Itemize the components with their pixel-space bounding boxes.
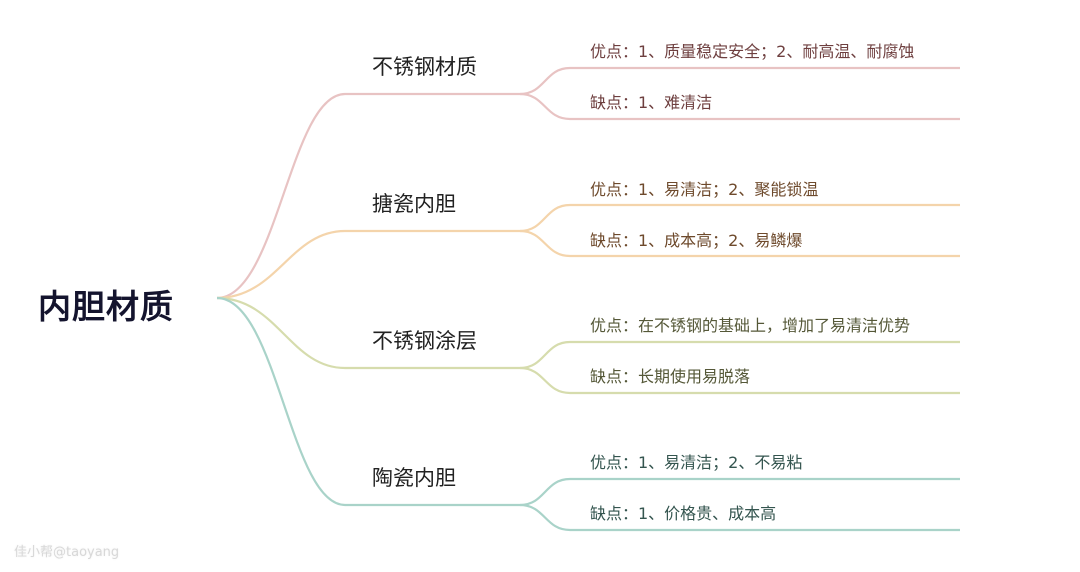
branch-node-stainless: 不锈钢材质 xyxy=(372,55,477,79)
leaf-connector xyxy=(519,203,960,233)
leaf-cons-coated: 缺点：长期使用易脱落 xyxy=(590,367,751,386)
leaf-connector xyxy=(519,366,960,395)
branch-connector xyxy=(216,296,520,370)
leaf-connector xyxy=(519,477,960,507)
leaf-cons-ceramic: 缺点：1、价格贵、成本高 xyxy=(590,504,777,523)
leaf-connector xyxy=(519,340,960,370)
branch-node-coated: 不锈钢涂层 xyxy=(372,329,477,353)
leaf-connector xyxy=(519,92,960,121)
leaf-pros-ceramic: 优点：1、易清洁；2、不易粘 xyxy=(590,453,803,472)
branch-connector xyxy=(216,296,520,507)
leaf-pros-stainless: 优点：1、质量稳定安全；2、耐高温、耐腐蚀 xyxy=(590,42,915,61)
leaf-cons-enamel: 缺点：1、成本高；2、易鳞爆 xyxy=(590,231,803,250)
leaf-connector xyxy=(519,66,960,96)
leaf-connector xyxy=(519,229,960,258)
watermark: 佳小帮@taoyang xyxy=(14,545,120,560)
leaf-connector xyxy=(519,503,960,532)
leaf-pros-coated: 优点：在不锈钢的基础上，增加了易清洁优势 xyxy=(590,316,911,335)
branch-connector xyxy=(216,92,520,300)
branch-node-enamel: 搪瓷内胆 xyxy=(372,192,456,216)
leaf-pros-enamel: 优点：1、易清洁；2、聚能锁温 xyxy=(590,180,819,199)
leaf-cons-stainless: 缺点：1、难清洁 xyxy=(590,93,713,112)
root-node: 内胆材质 xyxy=(38,287,174,326)
branch-node-ceramic: 陶瓷内胆 xyxy=(372,466,456,490)
branch-connector xyxy=(216,229,520,300)
